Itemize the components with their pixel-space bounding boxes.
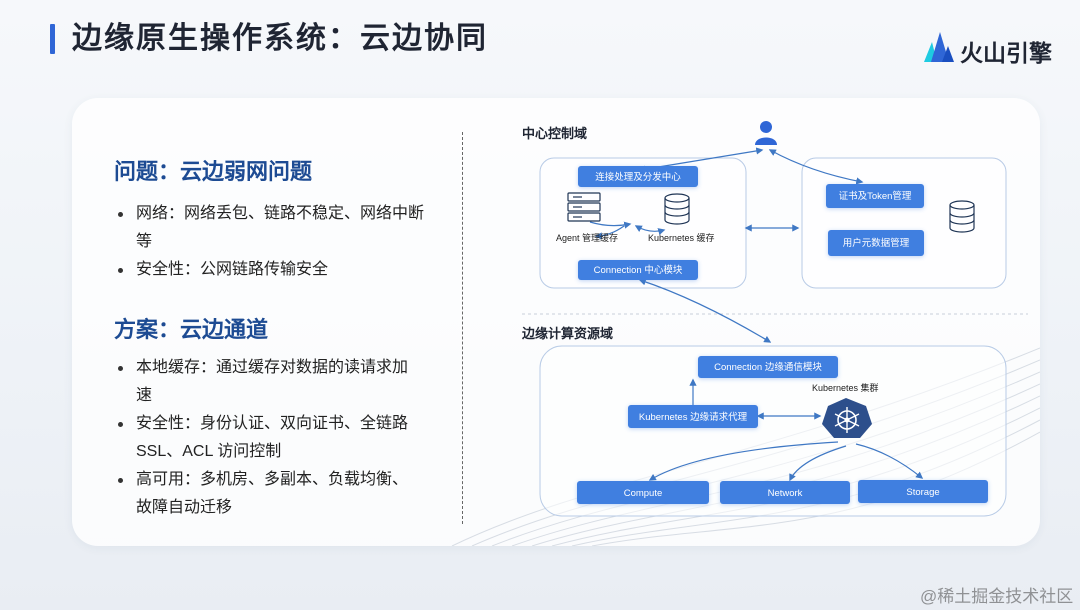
- arrow-user-cert: [768, 149, 864, 185]
- agent-cache-label: Agent 管理缓存: [556, 232, 618, 243]
- page-title: 边缘原生操作系统：云边协同: [72, 22, 488, 55]
- connection-edge-node: [698, 356, 838, 378]
- problem-heading: 问题：云边弱网问题: [114, 159, 313, 184]
- list-item: 本地缓存：通过缓存对数据的读请求加速: [116, 354, 416, 410]
- problem-bullets: 网络：网络丢包、链路不稳定、网络中断等 安全性：公网链路传输安全: [116, 200, 436, 284]
- column-divider: [462, 132, 463, 524]
- arrow-compute: [648, 441, 839, 481]
- solution-heading: 方案：云边通道: [114, 317, 269, 342]
- connection-center-label: Connection 中心模块: [594, 264, 683, 276]
- edge-domain-label: 边缘计算资源域: [521, 326, 613, 341]
- brand-logo: 火山引擎: [922, 30, 1057, 66]
- logo-text: 火山引擎: [960, 40, 1052, 66]
- user-meta-label: 用户元数据管理: [843, 237, 910, 249]
- cert-token-node: [826, 184, 924, 208]
- solution-bullets: 本地缓存：通过缓存对数据的读请求加速 安全性：身份认证、双向证书、全链路SSL、…: [116, 354, 416, 522]
- volcano-logo-icon: [924, 32, 954, 62]
- arrow-center-edge: [638, 278, 772, 343]
- arrow-cache-return: [594, 225, 625, 240]
- list-item: 安全性：公网链路传输安全: [116, 256, 436, 284]
- list-item: 安全性：身份认证、双向证书、全链路SSL、ACL 访问控制: [116, 410, 416, 466]
- center-domain-label: 中心控制域: [522, 126, 587, 141]
- database-icon: [664, 193, 690, 225]
- k8s-proxy-label: Kubernetes 边缘请求代理: [639, 411, 748, 423]
- network-label: Network: [768, 488, 803, 499]
- arrow-agent-cache: [589, 221, 632, 229]
- connection-edge-label: Connection 边缘通信模块: [714, 361, 822, 373]
- storage-node: [858, 480, 988, 503]
- user-meta-node: [828, 230, 924, 256]
- arrow-network: [789, 445, 847, 482]
- connection-center-node: [578, 260, 698, 280]
- list-item: 高可用：多机房、多副本、负载均衡、故障自动迁移: [116, 466, 416, 522]
- edge-domain-box: [539, 345, 1007, 517]
- compute-label: Compute: [624, 488, 663, 499]
- arrow-storage: [855, 443, 924, 479]
- watermark: @稀土掘金技术社区: [920, 587, 1074, 606]
- k8s-proxy-node: [628, 405, 758, 428]
- list-item: 网络：网络丢包、链路不稳定、网络中断等: [116, 200, 436, 256]
- network-node: [720, 481, 850, 504]
- center-auth-box: [801, 157, 1007, 289]
- dispatch-center-node: [578, 166, 698, 187]
- kubernetes-icon: [822, 398, 872, 438]
- cert-token-label: 证书及Token管理: [839, 190, 912, 202]
- k8s-cluster-label: Kubernetes 集群: [812, 382, 879, 393]
- arrow-k8s-cache: [634, 225, 666, 236]
- user-icon: [755, 121, 777, 145]
- metadata-database-icon: [949, 200, 975, 233]
- server-icon: [567, 192, 601, 222]
- title-accent-bar: [50, 24, 55, 54]
- storage-label: Storage: [906, 487, 939, 498]
- dispatch-center-label: 连接处理及分发中心: [595, 171, 681, 183]
- k8s-cache-label: Kubernetes 缓存: [648, 232, 715, 243]
- compute-node: [577, 481, 709, 504]
